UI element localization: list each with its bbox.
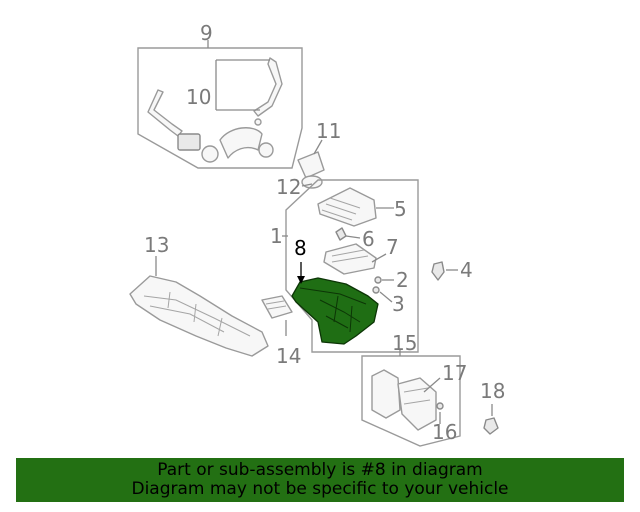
intake-hose-group xyxy=(137,40,303,169)
screw-3 xyxy=(372,286,380,294)
banner-line-1: Part or sub-assembly is #8 in diagram xyxy=(157,460,483,480)
duct-clamp-left xyxy=(201,145,219,163)
callout-17: 17 xyxy=(442,361,467,385)
bracket-14 xyxy=(261,295,293,336)
callout-1: 1 xyxy=(270,224,283,248)
maf-sensor-group xyxy=(297,139,325,189)
duct-clamp-right xyxy=(258,142,274,158)
air-deflector-13 xyxy=(129,256,269,357)
banner-line-2: Diagram may not be specific to your vehi… xyxy=(131,479,509,499)
callout-13: 13 xyxy=(144,233,169,257)
callout-5: 5 xyxy=(394,197,407,221)
lower-housing xyxy=(291,277,379,345)
callout-2: 2 xyxy=(396,268,409,292)
callout-16: 16 xyxy=(432,420,457,444)
clip xyxy=(335,227,347,241)
resonator-group-15 xyxy=(361,350,461,447)
group-1-frame xyxy=(285,179,419,353)
screw-2 xyxy=(374,276,382,284)
callout-3: 3 xyxy=(392,292,405,316)
callout-14: 14 xyxy=(276,344,301,368)
callout-4: 4 xyxy=(460,258,473,282)
callout-11: 11 xyxy=(316,119,341,143)
bolt-18 xyxy=(483,404,499,435)
callout-6: 6 xyxy=(362,227,375,251)
callout-8: 8 xyxy=(294,236,307,260)
info-banner: Part or sub-assembly is #8 in diagram Di… xyxy=(16,458,624,502)
resonator-box xyxy=(177,133,201,151)
group-15-frame xyxy=(361,355,461,447)
callout-15: 15 xyxy=(392,331,417,355)
air-cleaner-cover xyxy=(317,187,394,227)
grommet-4 xyxy=(431,261,458,281)
callout-10: 10 xyxy=(186,85,211,109)
callout-18: 18 xyxy=(480,379,505,403)
parts-diagram: 9 10 11 12 5 1 6 7 8 4 2 3 13 14 15 17 1… xyxy=(129,21,505,447)
breather-hose xyxy=(147,89,183,137)
maf-sensor xyxy=(297,151,325,179)
air-duct xyxy=(219,127,263,159)
callout-12: 12 xyxy=(276,175,301,199)
callout-7: 7 xyxy=(386,235,399,259)
lower-housing-part-8 xyxy=(291,262,379,345)
filter-element xyxy=(323,243,387,275)
vacuum-hose xyxy=(253,57,283,117)
callout-9: 9 xyxy=(200,21,213,45)
group-9-frame xyxy=(137,47,303,169)
